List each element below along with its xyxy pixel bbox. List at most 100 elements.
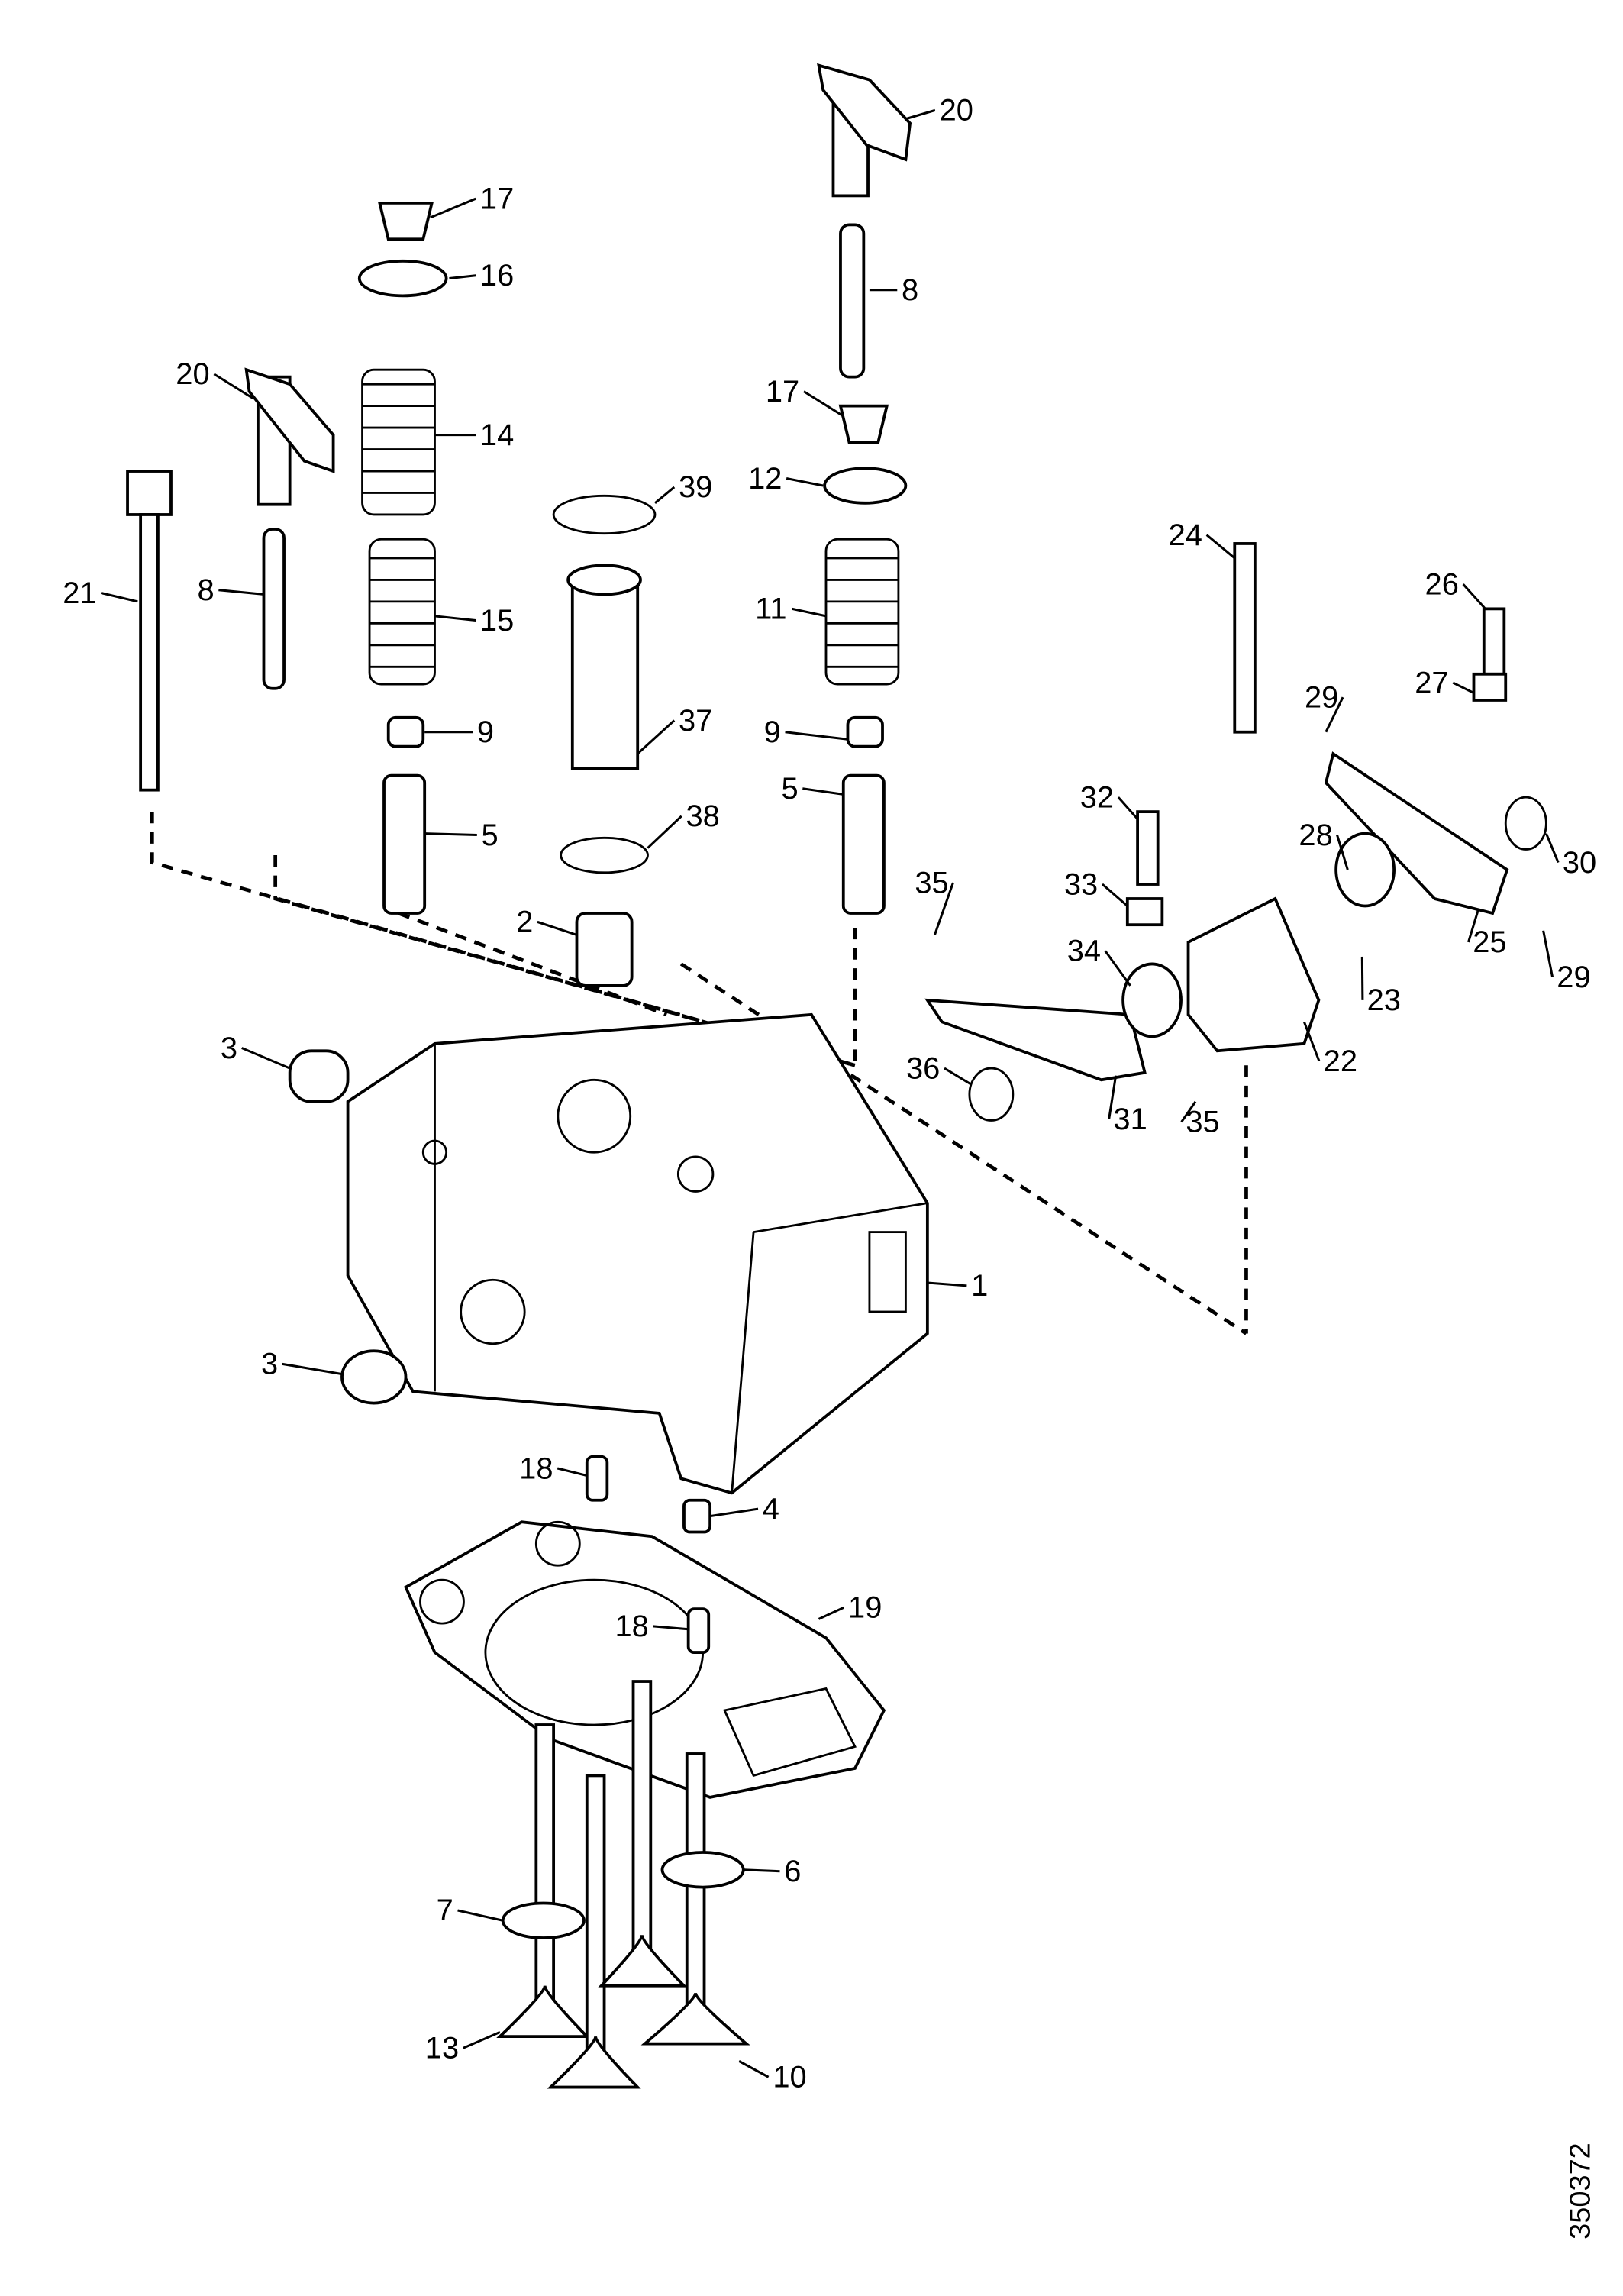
callout-leader-line <box>1325 696 1344 733</box>
callout-label-21: 21 <box>63 576 96 610</box>
spring-retainer-right <box>823 467 908 505</box>
rocker-bridge-left <box>244 367 335 506</box>
callout-label-39: 39 <box>679 470 712 504</box>
callout-label-23: 23 <box>1367 983 1401 1017</box>
callout-leader-line <box>792 607 827 618</box>
expansion-plug-top <box>288 1049 350 1103</box>
callout-label-13: 13 <box>425 2032 459 2065</box>
callout-label-16: 16 <box>480 259 514 292</box>
callout-leader-line <box>927 1281 967 1287</box>
callout-leader-line <box>654 486 676 504</box>
spring-retainer <box>357 259 448 298</box>
callout-leader-line <box>282 1362 343 1376</box>
callout-label-24: 24 <box>1169 518 1202 552</box>
callout-label-9: 9 <box>764 715 781 749</box>
callout-leader-line <box>1542 930 1554 977</box>
callout-label-10: 10 <box>773 2061 806 2094</box>
callout-label-25: 25 <box>1473 925 1506 959</box>
callout-label-8: 8 <box>197 573 214 607</box>
outer-spring <box>361 368 436 516</box>
valve-guide-pin-right <box>839 223 866 379</box>
callout-leader-line <box>213 373 254 400</box>
callout-label-5: 5 <box>781 772 798 806</box>
callout-label-20: 20 <box>940 94 973 128</box>
valve-guide <box>382 773 427 915</box>
callout-leader-line <box>1180 1100 1197 1123</box>
o-ring-upper <box>552 494 657 535</box>
head-bolt <box>126 470 173 792</box>
callout-leader-line <box>1360 956 1364 1000</box>
callout-label-33: 33 <box>1064 867 1098 901</box>
drawing-reference-number: 350372 <box>1564 2143 1596 2239</box>
callout-label-9: 9 <box>477 715 494 749</box>
callout-leader-line <box>905 108 936 121</box>
callout-label-1: 1 <box>971 1269 988 1303</box>
callout-leader-line <box>944 1067 972 1086</box>
callout-label-30: 30 <box>1563 846 1596 880</box>
callout-leader-line <box>818 1606 844 1620</box>
callout-leader-line <box>786 477 824 487</box>
callout-label-32: 32 <box>1080 780 1114 814</box>
inner-spring <box>368 538 436 686</box>
callout-label-14: 14 <box>480 418 514 452</box>
valve-seal-right <box>846 715 884 748</box>
callout-label-20: 20 <box>176 357 209 391</box>
callout-label-31: 31 <box>1113 1103 1147 1136</box>
callout-label-8: 8 <box>902 273 918 307</box>
callout-leader-line <box>434 615 476 622</box>
callout-leader-line <box>653 1625 689 1631</box>
cylinder-head <box>346 1012 929 1495</box>
callout-leader-line <box>1117 796 1139 820</box>
callout-leader-line <box>1101 883 1128 907</box>
callout-label-6: 6 <box>784 1855 801 1888</box>
callout-leader-line <box>785 731 848 741</box>
callout-label-22: 22 <box>1324 1045 1357 1078</box>
callout-label-5: 5 <box>482 819 499 852</box>
callout-leader-line <box>647 815 682 849</box>
callout-leader-line <box>743 1868 780 1873</box>
callout-label-28: 28 <box>1299 819 1332 852</box>
callout-leader-line <box>100 592 138 603</box>
callout-leader-line <box>738 2060 770 2078</box>
callout-label-19: 19 <box>848 1591 882 1625</box>
callout-leader-line <box>430 197 476 219</box>
callout-leader-line <box>1452 681 1475 694</box>
callout-leader-line <box>709 1507 759 1518</box>
callout-label-37: 37 <box>679 704 712 738</box>
callout-leader-line <box>1104 950 1131 987</box>
callout-label-7: 7 <box>437 1894 453 1927</box>
head-gasket <box>404 1520 886 1799</box>
callout-label-35: 35 <box>915 866 948 899</box>
valve-seal <box>386 715 425 748</box>
callout-label-27: 27 <box>1415 666 1448 699</box>
callout-leader-line <box>1467 909 1479 943</box>
callout-leader-line <box>537 920 577 936</box>
callout-label-26: 26 <box>1425 567 1459 601</box>
callout-label-3: 3 <box>221 1032 237 1065</box>
callout-label-11: 11 <box>755 593 786 626</box>
callout-label-3: 3 <box>261 1348 278 1381</box>
callout-label-2: 2 <box>516 906 533 939</box>
callout-leader-line <box>1462 583 1486 610</box>
callout-leader-line <box>1336 835 1349 870</box>
rocker-bridge-right <box>817 63 912 198</box>
callout-leader-line <box>1302 1021 1321 1062</box>
callout-leader-line <box>637 719 676 755</box>
o-ring-lower <box>560 836 649 874</box>
callout-leader-line <box>557 1467 588 1477</box>
callout-leader-line <box>457 1909 504 1922</box>
callout-label-29: 29 <box>1305 680 1338 714</box>
dowel-pin-gasket <box>686 1607 711 1654</box>
callout-label-35: 35 <box>1186 1106 1219 1139</box>
dowel-pin <box>585 1455 609 1502</box>
callout-leader-line <box>218 589 264 596</box>
callout-label-29: 29 <box>1557 961 1590 994</box>
callout-label-36: 36 <box>906 1051 940 1085</box>
callout-leader-line <box>933 882 954 935</box>
valves <box>496 1680 750 2089</box>
callout-label-18: 18 <box>519 1452 553 1485</box>
copper-sleeve <box>575 912 634 987</box>
